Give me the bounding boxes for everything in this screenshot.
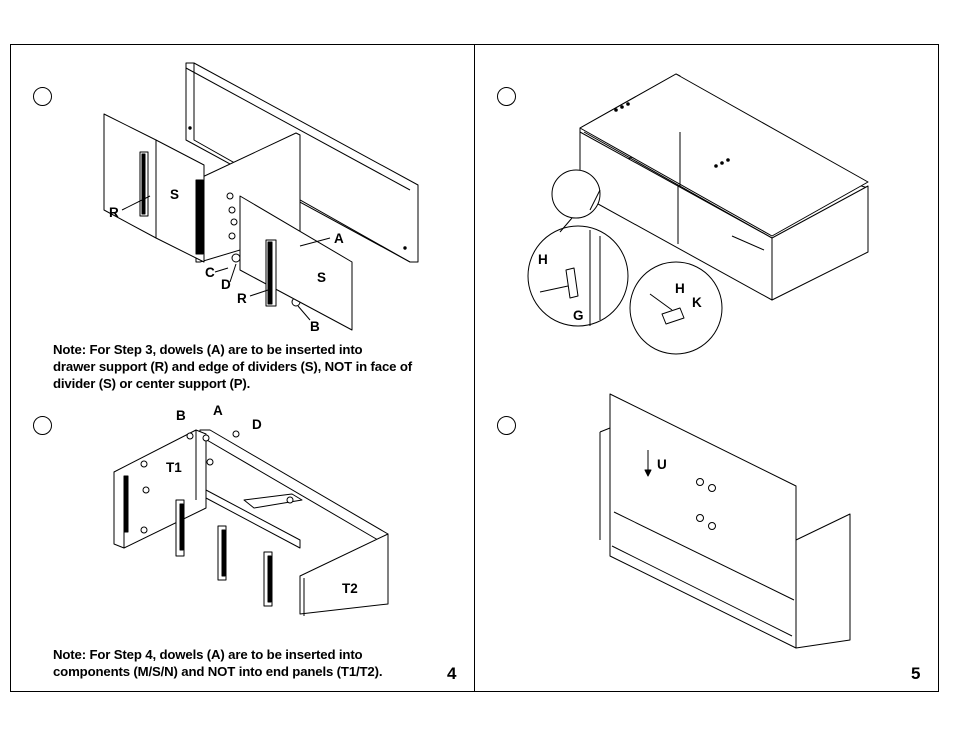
step4-drawing: B A D T1 T2: [114, 403, 388, 616]
step3-label-r-right: R: [237, 291, 247, 306]
step4-label-t2: T2: [342, 581, 358, 596]
step3-label-c: C: [205, 265, 215, 280]
page-number-right: 5: [911, 664, 920, 684]
step3-label-s-right: S: [317, 270, 326, 285]
note-step4-line1: Note: For Step 4, dowels (A) are to be i…: [53, 646, 382, 663]
step5-drawing: H G H K: [528, 74, 868, 354]
step4-back-panel: [200, 430, 388, 540]
note-step4-line2: components (M/S/N) and NOT into end pane…: [53, 663, 382, 680]
step4-label-b: B: [176, 408, 186, 423]
step5-label-h-right: H: [675, 281, 685, 296]
step5-label-g: G: [573, 308, 584, 323]
step6-drawing: U: [600, 394, 850, 648]
note-step3-line2: drawer support (R) and edge of dividers …: [53, 358, 412, 375]
step5-label-k: K: [692, 295, 702, 310]
step3-label-s-left: S: [170, 187, 179, 202]
step5-detail-circle-small: [552, 170, 600, 218]
page-number-left: 4: [447, 664, 456, 684]
note-step4: Note: For Step 4, dowels (A) are to be i…: [53, 646, 382, 680]
note-step3: Note: For Step 3, dowels (A) are to be i…: [53, 341, 412, 392]
step4-label-d: D: [252, 417, 262, 432]
step3-label-d: D: [221, 277, 231, 292]
step3-label-r-left: R: [109, 205, 119, 220]
step6-label-u: U: [657, 457, 667, 472]
note-step3-line1: Note: For Step 3, dowels (A) are to be i…: [53, 341, 412, 358]
note-step3-line3: divider (S) or center support (P).: [53, 375, 412, 392]
step5-label-h-left: H: [538, 252, 548, 267]
step6-right-panel: [796, 514, 850, 648]
step6-back-panel: [610, 394, 796, 648]
step4-label-a: A: [213, 403, 223, 418]
step5-detail-circle-right: [630, 262, 722, 354]
step4-end-panel-t2: [300, 534, 388, 614]
step3-label-b: B: [310, 319, 320, 334]
step4-label-t1: T1: [166, 460, 182, 475]
step3-label-a: A: [334, 231, 344, 246]
step3-drawing: R S A C D R S B: [104, 63, 418, 334]
